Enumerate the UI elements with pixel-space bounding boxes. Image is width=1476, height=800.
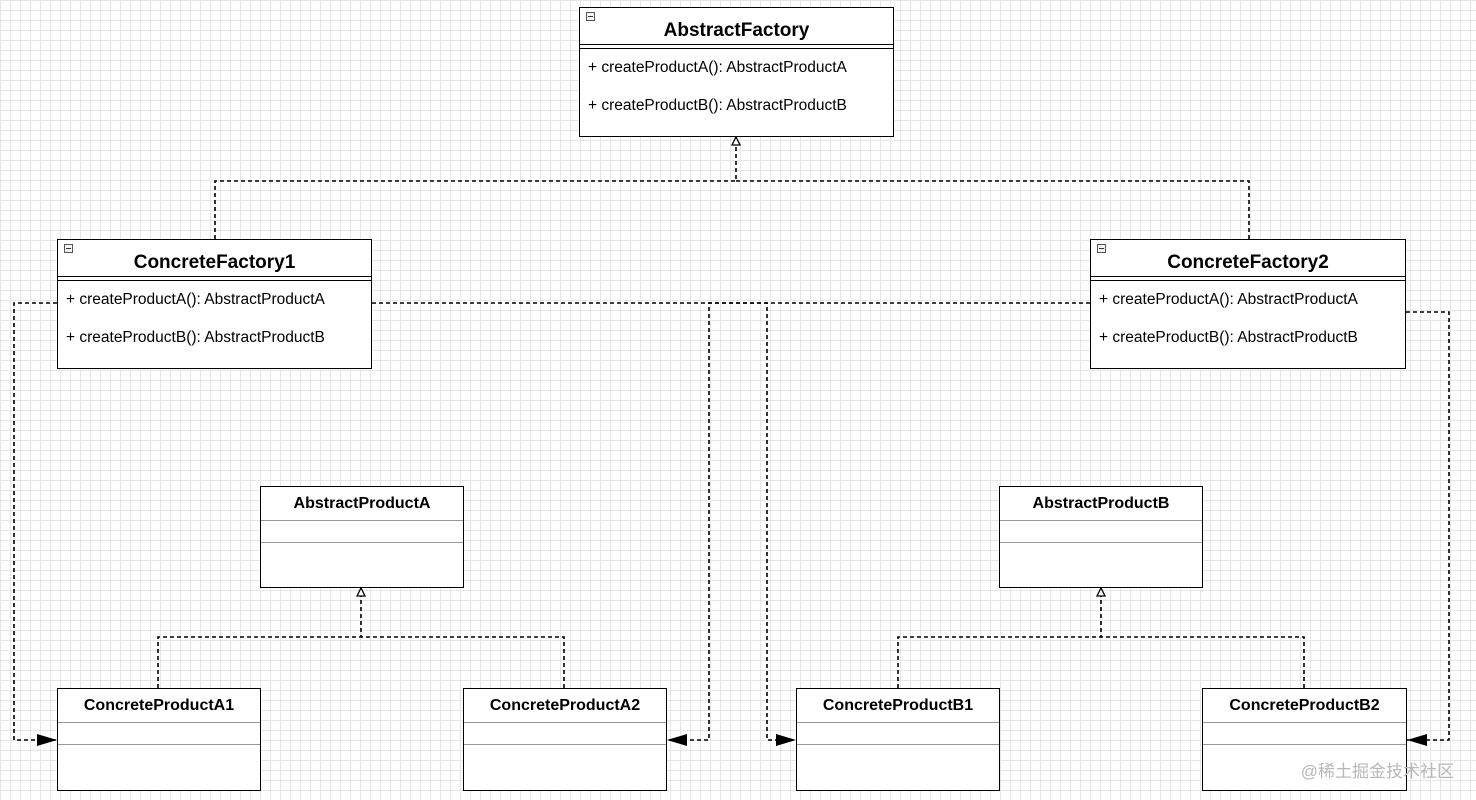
class-attributes	[1203, 723, 1406, 745]
realization-line-a2-apa	[361, 636, 565, 688]
class-attributes	[58, 723, 260, 745]
class-name: AbstractProductA	[261, 487, 463, 521]
class-concrete-factory1[interactable]: ConcreteFactory1 + createProductA(): Abs…	[57, 239, 372, 369]
class-name: AbstractFactory	[663, 20, 810, 41]
dependency-line-cf2-a2	[667, 302, 1090, 746]
class-header: ConcreteFactory1	[58, 240, 371, 277]
class-name: ConcreteProductB1	[797, 689, 999, 723]
realization-line-cf2-af	[736, 180, 1250, 239]
method-create-product-b: + createProductB(): AbstractProductB	[588, 97, 847, 114]
class-header: AbstractFactory	[580, 8, 893, 45]
class-name: ConcreteProductA1	[58, 689, 260, 723]
dependency-line-cf1-b1	[372, 302, 796, 746]
class-abstract-factory[interactable]: AbstractFactory + createProductA(): Abst…	[579, 7, 894, 137]
class-attributes	[261, 521, 463, 543]
class-concrete-product-b1[interactable]: ConcreteProductB1	[796, 688, 1000, 791]
class-abstract-product-a[interactable]: AbstractProductA	[260, 486, 464, 588]
dependency-line-cf1-a1	[13, 302, 57, 746]
method-create-product-b: + createProductB(): AbstractProductB	[66, 329, 325, 346]
class-concrete-product-a1[interactable]: ConcreteProductA1	[57, 688, 261, 791]
realization-line-b2-apb	[1101, 636, 1305, 688]
class-attributes	[464, 723, 666, 745]
class-attributes	[797, 723, 999, 745]
class-header: ConcreteFactory2	[1091, 240, 1405, 277]
class-name: AbstractProductB	[1000, 487, 1202, 521]
realization-line-cf1-af	[214, 137, 736, 239]
class-abstract-product-b[interactable]: AbstractProductB	[999, 486, 1203, 588]
class-name: ConcreteProductB2	[1203, 689, 1406, 723]
class-attributes	[1000, 521, 1202, 543]
collapse-icon[interactable]	[586, 12, 595, 21]
method-create-product-a: + createProductA(): AbstractProductA	[588, 59, 847, 76]
class-name: ConcreteProductA2	[464, 689, 666, 723]
class-concrete-factory2[interactable]: ConcreteFactory2 + createProductA(): Abs…	[1090, 239, 1406, 369]
collapse-icon[interactable]	[1097, 244, 1106, 253]
collapse-icon[interactable]	[64, 244, 73, 253]
class-concrete-product-b2[interactable]: ConcreteProductB2	[1202, 688, 1407, 791]
class-separator	[580, 45, 893, 49]
class-separator	[1091, 277, 1405, 281]
method-create-product-b: + createProductB(): AbstractProductB	[1099, 329, 1358, 346]
class-separator	[58, 277, 371, 281]
class-name: ConcreteFactory2	[1167, 252, 1329, 273]
dependency-line-cf2-b2	[1406, 311, 1450, 746]
class-concrete-product-a2[interactable]: ConcreteProductA2	[463, 688, 667, 791]
watermark-text: @稀土掘金技术社区	[1300, 762, 1454, 781]
realization-line-b1-apb	[897, 588, 1101, 688]
method-create-product-a: + createProductA(): AbstractProductA	[1099, 291, 1358, 308]
class-name: ConcreteFactory1	[133, 252, 296, 273]
realization-line-a1-apa	[157, 588, 361, 688]
method-create-product-a: + createProductA(): AbstractProductA	[66, 291, 325, 308]
